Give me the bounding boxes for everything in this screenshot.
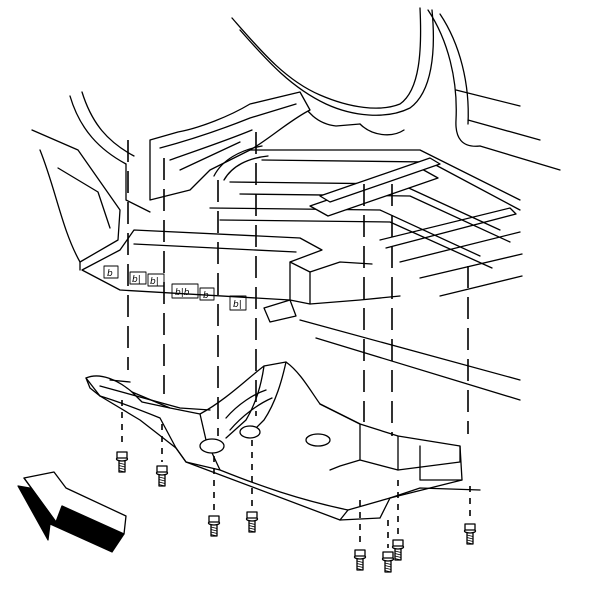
- bolt-icon: [353, 549, 367, 571]
- stamp-box: [171, 283, 199, 299]
- shield-hole: [239, 425, 261, 439]
- alignment-lines: [121, 132, 471, 548]
- stamp-code: b|b: [175, 288, 190, 298]
- stamp-box: [103, 265, 119, 279]
- left-body-panel: [31, 91, 151, 271]
- stamp-box: [129, 271, 147, 285]
- stamp-code: b: [203, 291, 209, 301]
- stamp-code: b|: [233, 300, 242, 310]
- stamp-code: b|: [132, 275, 141, 285]
- stamp-code: b: [107, 269, 113, 279]
- bolt-icon: [463, 523, 477, 545]
- bolt-icon: [155, 465, 169, 487]
- bolt-icon: [207, 515, 221, 537]
- front-direction-arrow-icon: [17, 471, 127, 553]
- fender-arch: [231, 7, 561, 171]
- bolt-icon: [115, 451, 129, 473]
- stamp-code: b|: [150, 277, 159, 287]
- stamped-codes: b b| b| b|b b b|: [103, 265, 247, 311]
- underbody-shield: [85, 361, 481, 521]
- shield-hole: [199, 438, 225, 454]
- stamp-box: [199, 287, 215, 301]
- bolt-icon: [245, 511, 259, 533]
- bolt-icon: [381, 551, 395, 573]
- fasteners: [115, 451, 477, 573]
- bolt-icon: [391, 539, 405, 561]
- shield-hole: [305, 433, 331, 447]
- stamp-box: [147, 273, 165, 287]
- stamp-box: [229, 295, 247, 311]
- floor-pan: [81, 91, 523, 401]
